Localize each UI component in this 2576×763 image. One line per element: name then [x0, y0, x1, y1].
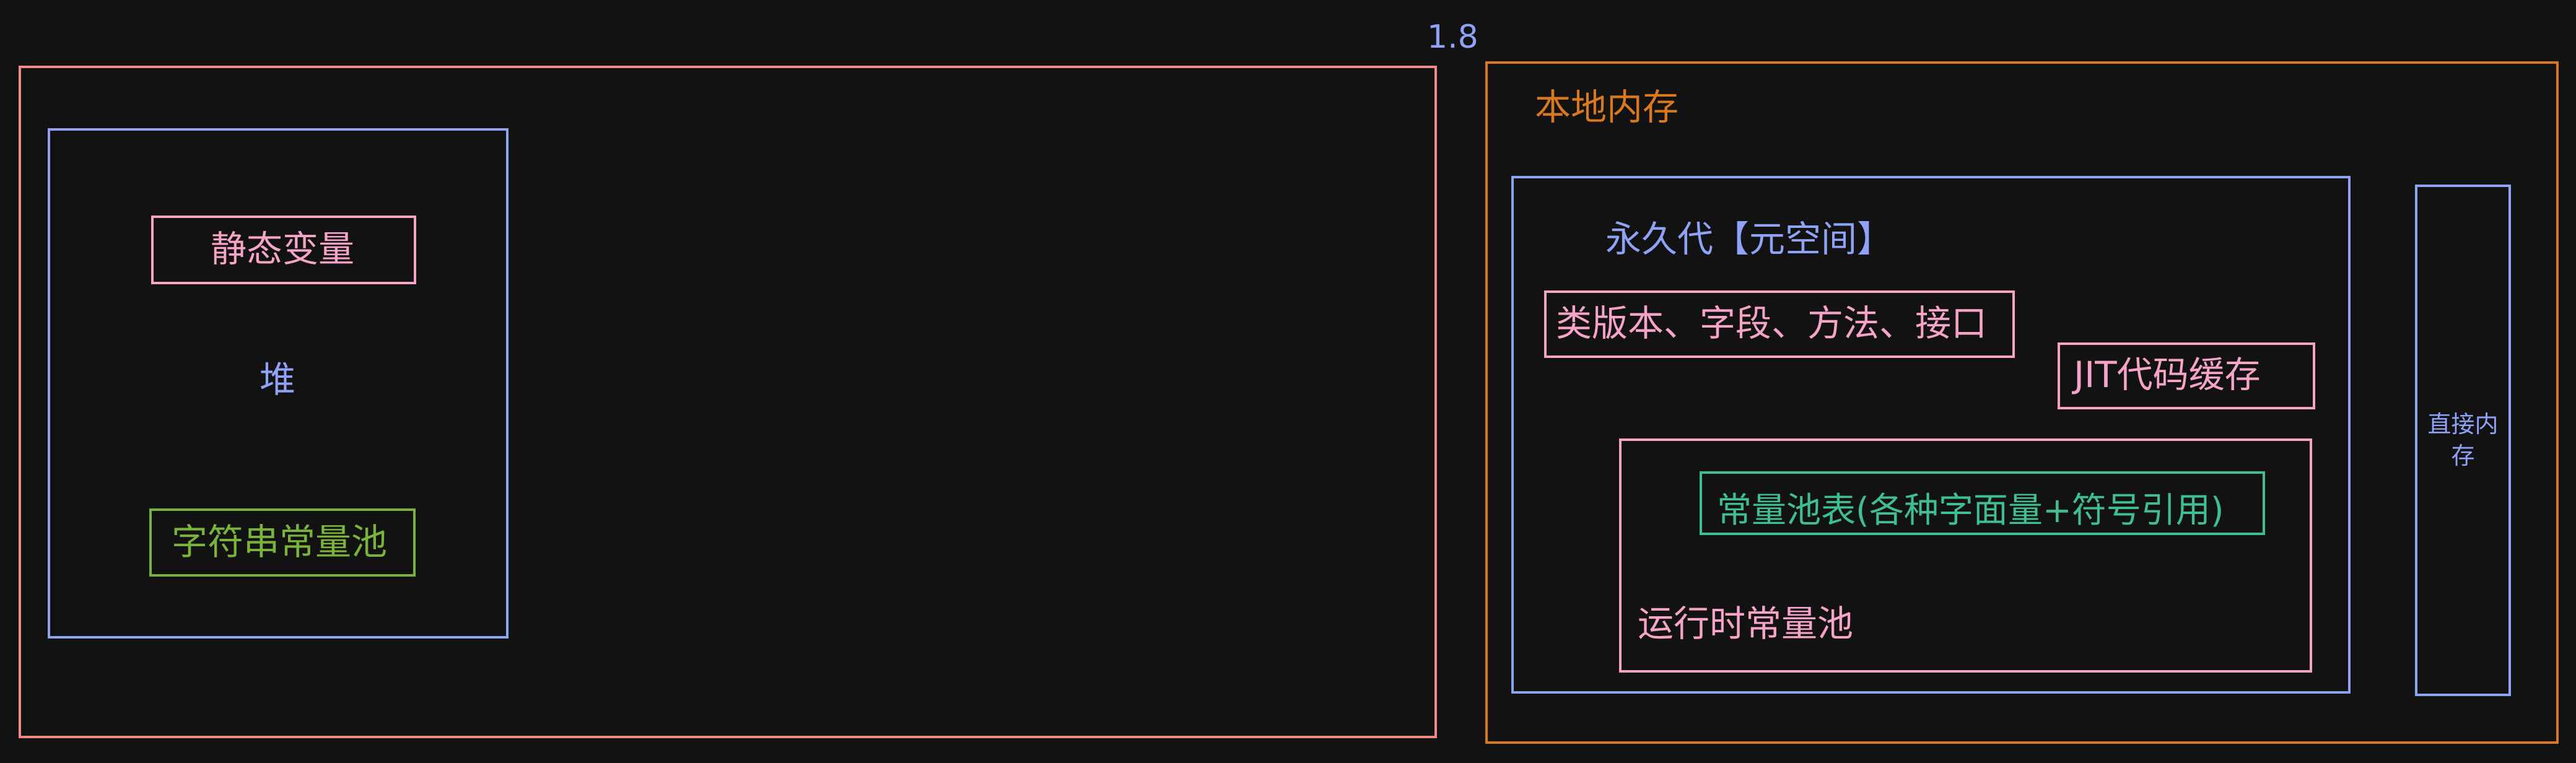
- class-info-box: [1544, 290, 2015, 358]
- string-constant-pool-box: [149, 508, 416, 577]
- static-variables-label: 静态变量: [211, 228, 355, 270]
- jit-code-cache-box: [2058, 342, 2315, 409]
- metaspace-box: [1511, 176, 2351, 694]
- string-constant-pool-label: 字符串常量池: [172, 521, 388, 563]
- direct-memory-label: 直接内存: [2427, 411, 2499, 470]
- left-outer-region: [19, 66, 1437, 738]
- native-memory-title: 本地内存: [1535, 86, 1679, 128]
- version-label: 1.8: [1427, 19, 1478, 56]
- heap-box: [48, 128, 509, 639]
- heap-label: 堆: [260, 359, 296, 401]
- direct-memory-box: [2415, 185, 2511, 696]
- class-info-label: 类版本、字段、方法、接口: [1556, 302, 1988, 344]
- metaspace-title: 永久代【元空间】: [1605, 218, 1893, 260]
- constant-pool-table-box: [1700, 471, 2265, 535]
- static-variables-box: [151, 216, 416, 284]
- runtime-constant-pool-box: [1619, 438, 2312, 673]
- native-memory-region: [1485, 61, 2559, 744]
- jit-code-cache-label: JIT代码缓存: [2074, 354, 2261, 396]
- runtime-constant-pool-label: 运行时常量池: [1638, 603, 1854, 645]
- constant-pool-table-label: 常量池表(各种字面量+符号引用): [1717, 490, 2224, 531]
